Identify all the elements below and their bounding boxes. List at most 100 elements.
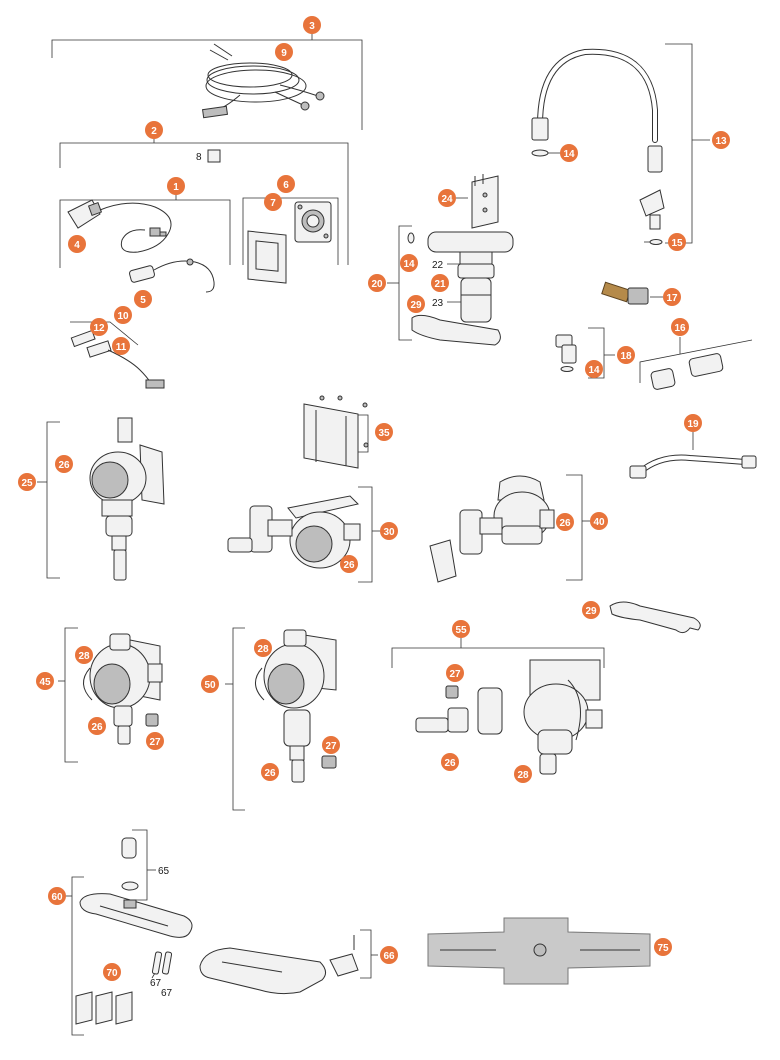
callout-26f: 26 <box>441 753 459 771</box>
callout-55: 55 <box>452 620 470 638</box>
callout-25: 25 <box>18 473 36 491</box>
svg-text:28: 28 <box>257 644 269 655</box>
svg-text:1: 1 <box>173 182 179 193</box>
svg-text:7: 7 <box>270 198 276 209</box>
label-23: 23 <box>432 298 444 309</box>
callout-19: 19 <box>684 414 702 432</box>
callout-26d: 26 <box>88 717 106 735</box>
callout-28b: 28 <box>254 639 272 657</box>
svg-text:20: 20 <box>371 279 383 290</box>
clamps-70-drawing <box>75 991 133 1025</box>
svg-text:27: 27 <box>149 737 161 748</box>
callout-5: 5 <box>134 290 152 308</box>
svg-text:40: 40 <box>593 517 605 528</box>
callout-29a: 29 <box>407 295 425 313</box>
svg-text:70: 70 <box>106 968 118 979</box>
cable-10-drawing <box>70 329 165 389</box>
svg-text:28: 28 <box>517 770 529 781</box>
svg-text:75: 75 <box>657 943 669 954</box>
brass-connector-17-drawing <box>601 281 649 305</box>
cable-assembly-4-drawing <box>67 199 172 253</box>
regulator-55-drawing <box>415 659 603 775</box>
gas-hose-13-drawing <box>531 48 665 245</box>
svg-text:13: 13 <box>715 136 727 147</box>
svg-text:26: 26 <box>343 560 355 571</box>
callout-1: 1 <box>167 177 185 195</box>
svg-text:28: 28 <box>78 651 90 662</box>
callout-7: 7 <box>264 193 282 211</box>
regulator-50-drawing <box>255 629 337 783</box>
callout-11: 11 <box>112 337 130 355</box>
svg-text:27: 27 <box>449 669 461 680</box>
svg-text:12: 12 <box>93 323 105 334</box>
svg-text:14: 14 <box>403 259 415 270</box>
callout-30: 30 <box>380 522 398 540</box>
wiring-harness-drawing <box>201 43 325 119</box>
callout-14c: 14 <box>585 360 603 378</box>
svg-text:9: 9 <box>281 48 287 59</box>
svg-text:26: 26 <box>91 722 103 733</box>
callout-29b: 29 <box>582 601 600 619</box>
callout-40: 40 <box>590 512 608 530</box>
svg-text:14: 14 <box>588 365 600 376</box>
svg-text:2: 2 <box>151 126 157 137</box>
callout-21: 21 <box>431 274 449 292</box>
callout-10: 10 <box>114 306 132 324</box>
svg-text:30: 30 <box>383 527 395 538</box>
callout-13: 13 <box>712 131 730 149</box>
callout-17: 17 <box>663 288 681 306</box>
base-plate-60-drawing <box>79 837 193 938</box>
svg-text:16: 16 <box>674 323 686 334</box>
part-8-drawing <box>207 149 221 163</box>
label-22: 22 <box>432 260 444 271</box>
callout-27b: 27 <box>322 736 340 754</box>
couplings-16-drawing <box>650 353 724 390</box>
braided-hose-19-drawing <box>629 454 757 479</box>
svg-text:66: 66 <box>383 951 395 962</box>
base-66-drawing <box>199 935 359 995</box>
switch-panel-drawing <box>247 201 332 284</box>
svg-text:4: 4 <box>74 240 80 251</box>
callout-26b: 26 <box>340 555 358 573</box>
callout-18: 18 <box>617 346 635 364</box>
svg-text:35: 35 <box>378 428 390 439</box>
svg-text:45: 45 <box>39 677 51 688</box>
callout-26e: 26 <box>261 763 279 781</box>
sensor-5-drawing <box>129 258 215 293</box>
label-65: 65 <box>158 866 170 877</box>
filter-assembly-20-drawing <box>407 174 514 346</box>
svg-text:19: 19 <box>687 419 699 430</box>
callout-15: 15 <box>668 233 686 251</box>
regulator-30-drawing <box>227 495 361 569</box>
callout-12: 12 <box>90 318 108 336</box>
svg-text:24: 24 <box>441 194 453 205</box>
svg-text:29: 29 <box>585 606 597 617</box>
callout-28a: 28 <box>75 646 93 664</box>
callout-20: 20 <box>368 274 386 292</box>
callout-2: 2 <box>145 121 163 139</box>
mounting-plate-35-drawing <box>303 395 369 469</box>
callout-35: 35 <box>375 423 393 441</box>
regulator-40-drawing <box>429 475 555 583</box>
callout-27c: 27 <box>446 664 464 682</box>
svg-text:14: 14 <box>563 149 575 160</box>
callout-75: 75 <box>654 938 672 956</box>
callout-26c: 26 <box>556 513 574 531</box>
callout-60: 60 <box>48 887 66 905</box>
svg-text:25: 25 <box>21 478 33 489</box>
svg-text:29: 29 <box>410 300 422 311</box>
callout-26a: 26 <box>55 455 73 473</box>
callout-50: 50 <box>201 675 219 693</box>
regulator-45-drawing <box>83 633 163 745</box>
svg-text:18: 18 <box>620 351 632 362</box>
bracket-lines <box>37 25 753 1036</box>
callout-4: 4 <box>68 235 86 253</box>
label-67a: 67 <box>150 978 162 989</box>
callout-6: 6 <box>277 175 295 193</box>
svg-text:27: 27 <box>325 741 337 752</box>
regulator-25-drawing <box>89 417 165 581</box>
svg-text:60: 60 <box>51 892 63 903</box>
svg-text:50: 50 <box>204 680 216 691</box>
callout-3: 3 <box>303 16 321 34</box>
